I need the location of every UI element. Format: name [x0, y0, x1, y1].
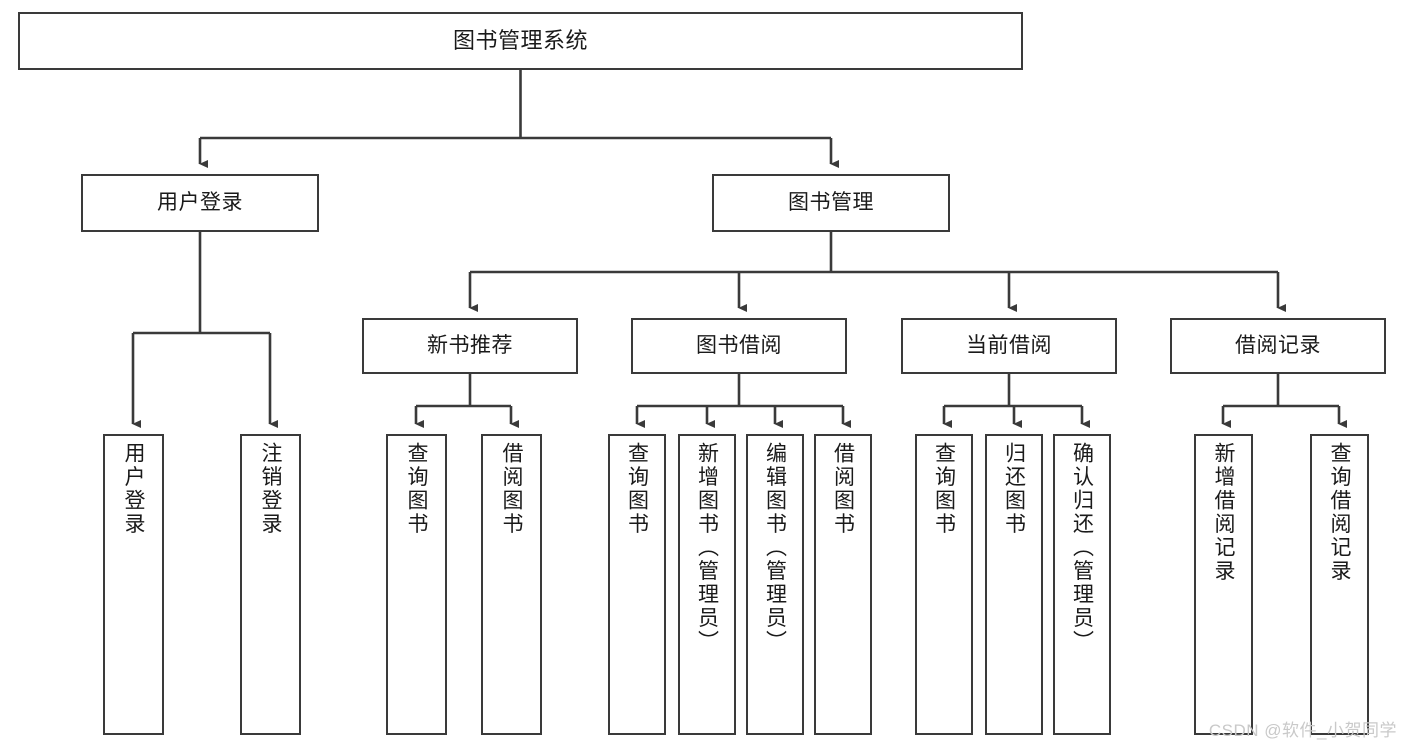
node-leaf-borrow-book-2-label: 借阅图书	[831, 442, 855, 536]
node-leaf-query-book-3-label: 查询图书	[932, 442, 956, 536]
watermark-text: CSDN @软件_小贺同学	[1208, 721, 1397, 740]
node-borrow-record[interactable]: 借阅记录	[1170, 318, 1386, 374]
node-leaf-logout[interactable]: 注销登录	[240, 434, 301, 735]
node-leaf-logout-label: 注销登录	[259, 442, 282, 536]
node-book-manage-label: 图书管理	[788, 190, 874, 214]
node-leaf-borrow-book-1-label: 借阅图书	[500, 442, 523, 536]
node-leaf-edit-book-label: 编辑图书（管理员）	[763, 442, 787, 654]
node-leaf-query-book-2[interactable]: 查询图书	[608, 434, 666, 735]
node-root[interactable]: 图书管理系统	[18, 12, 1023, 70]
node-leaf-add-book[interactable]: 新增图书（管理员）	[678, 434, 736, 735]
node-book-borrow[interactable]: 图书借阅	[631, 318, 847, 374]
node-leaf-add-record[interactable]: 新增借阅记录	[1194, 434, 1253, 735]
node-new-book-rec[interactable]: 新书推荐	[362, 318, 578, 374]
node-user-login-label: 用户登录	[157, 190, 243, 214]
node-new-book-rec-label: 新书推荐	[427, 333, 513, 357]
node-current-borrow-label: 当前借阅	[966, 333, 1052, 357]
node-leaf-add-record-label: 新增借阅记录	[1212, 442, 1235, 583]
node-leaf-user-login-label: 用户登录	[122, 442, 145, 536]
node-leaf-return-book[interactable]: 归还图书	[985, 434, 1043, 735]
node-leaf-query-book-1[interactable]: 查询图书	[386, 434, 447, 735]
node-leaf-confirm-return[interactable]: 确认归还（管理员）	[1053, 434, 1111, 735]
node-root-label: 图书管理系统	[452, 28, 588, 54]
node-leaf-confirm-return-label: 确认归还（管理员）	[1070, 442, 1094, 654]
node-leaf-add-book-label: 新增图书（管理员）	[695, 442, 719, 654]
node-leaf-borrow-book-2[interactable]: 借阅图书	[814, 434, 872, 735]
node-leaf-user-login[interactable]: 用户登录	[103, 434, 164, 735]
node-user-login[interactable]: 用户登录	[81, 174, 319, 232]
node-leaf-return-book-label: 归还图书	[1002, 442, 1026, 536]
node-leaf-query-record-label: 查询借阅记录	[1328, 442, 1351, 583]
node-book-borrow-label: 图书借阅	[696, 333, 782, 357]
node-book-manage[interactable]: 图书管理	[712, 174, 950, 232]
node-leaf-query-book-1-label: 查询图书	[405, 442, 428, 536]
node-leaf-borrow-book-1[interactable]: 借阅图书	[481, 434, 542, 735]
node-leaf-query-book-2-label: 查询图书	[625, 442, 649, 536]
node-leaf-edit-book[interactable]: 编辑图书（管理员）	[746, 434, 804, 735]
node-borrow-record-label: 借阅记录	[1235, 333, 1321, 357]
node-leaf-query-book-3[interactable]: 查询图书	[915, 434, 973, 735]
node-leaf-query-record[interactable]: 查询借阅记录	[1310, 434, 1369, 735]
node-current-borrow[interactable]: 当前借阅	[901, 318, 1117, 374]
